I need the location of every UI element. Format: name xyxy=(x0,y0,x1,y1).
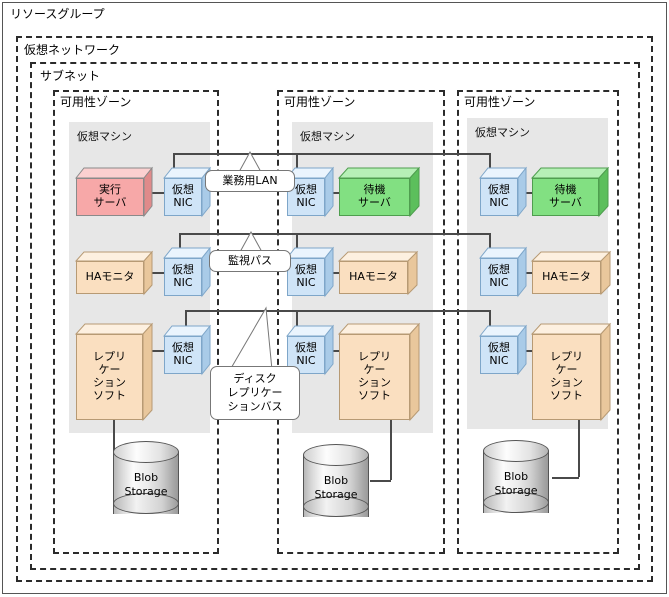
storage-link-horizontal-zone-3 xyxy=(552,477,579,479)
virtual-nic-label: 仮想 NIC xyxy=(488,263,510,289)
standby-server-label: 待機 サーバ xyxy=(358,183,391,209)
business-lan-callout: 業務用LAN xyxy=(205,170,295,192)
disk-replication-bus-callout: ディスク レプリケー ションバス xyxy=(210,366,300,420)
blob-storage-label: Blob Storage xyxy=(494,470,538,497)
blob-storage-zone-2: Blob Storage xyxy=(303,444,369,528)
blob-storage-zone-1: Blob Storage xyxy=(113,441,179,525)
business-lan-stub-zone-1 xyxy=(173,153,175,171)
replication-software-box-zone-2: レプリ ケー ション ソフト xyxy=(337,322,421,422)
virtual-nic-box-zone-2-replication: 仮想 NIC xyxy=(285,324,335,376)
virtual-network-container xyxy=(16,36,653,582)
virtual-nic-label: 仮想 NIC xyxy=(172,263,194,289)
virtual-nic-3d-shading xyxy=(478,246,528,298)
monitoring-path-callout-label: 監視パス xyxy=(228,254,272,268)
virtual-nic-label: 仮想 NIC xyxy=(295,263,317,289)
virtual-machine-label: 仮想マシン xyxy=(475,126,530,139)
subnet-label: サブネット xyxy=(40,69,101,83)
virtual-machine-label: 仮想マシン xyxy=(77,130,132,143)
link-active-server-nic xyxy=(150,192,164,194)
ha-monitor-label: HAモニタ xyxy=(349,270,398,284)
virtual-nic-box-zone-1-ha: 仮想 NIC xyxy=(162,246,212,298)
virtual-nic-box-zone-1-server: 仮想 NIC xyxy=(162,166,212,218)
virtual-network-label: 仮想ネットワーク xyxy=(24,43,121,57)
virtual-nic-box-zone-1-replication: 仮想 NIC xyxy=(162,324,212,376)
replication-software-label: レプリ ケー ション ソフト xyxy=(93,350,126,402)
ha-monitor-box-zone-2: HAモニタ xyxy=(337,250,419,296)
virtual-nic-3d-shading xyxy=(162,324,212,376)
storage-link-horizontal-zone-2 xyxy=(370,480,391,482)
monitoring-path-callout: 監視パス xyxy=(209,250,291,272)
monitoring-path-stub-zone-2 xyxy=(296,233,298,255)
virtual-nic-box-zone-2-ha: 仮想 NIC xyxy=(285,246,335,298)
availability-zone-2-container xyxy=(277,90,445,554)
virtual-nic-box-zone-3-replication: 仮想 NIC xyxy=(478,324,528,376)
link-ha-monitor-nic xyxy=(150,272,164,274)
virtual-nic-label: 仮想 NIC xyxy=(295,341,317,367)
active-server-label: 実行 サーバ xyxy=(93,183,127,209)
disk-replication-stub-zone-1 xyxy=(185,310,187,330)
storage-link-vertical-zone-2 xyxy=(390,420,392,480)
ha-monitor-3d-shading xyxy=(74,250,154,296)
business-lan-callout-pointer xyxy=(238,150,262,173)
disk-replication-stub-zone-2 xyxy=(296,310,298,330)
ha-monitor-3d-shading xyxy=(530,250,612,296)
standby-server-box-zone-2: 待機 サーバ xyxy=(337,166,421,218)
virtual-nic-3d-shading xyxy=(478,166,528,218)
active-server-box-zone-1: 実行 サーバ xyxy=(74,166,154,218)
monitoring-path-callout-pointer xyxy=(239,230,263,253)
virtual-nic-3d-shading xyxy=(162,246,212,298)
storage-link-vertical-zone-3 xyxy=(578,417,580,477)
virtual-nic-box-zone-3-server: 仮想 NIC xyxy=(478,166,528,218)
availability-zone-2-label: 可用性ゾーン xyxy=(284,95,356,109)
blob-storage-zone-3: Blob Storage xyxy=(483,440,549,524)
subnet-container xyxy=(30,62,640,570)
monitoring-path-stub-zone-1 xyxy=(179,233,181,255)
business-lan-bus-line xyxy=(173,153,490,155)
availability-zone-1-label: 可用性ゾーン xyxy=(60,95,132,109)
virtual-machine-label: 仮想マシン xyxy=(300,130,355,143)
replication-software-label: レプリ ケー ション ソフト xyxy=(358,350,391,402)
availability-zone-3-container xyxy=(457,90,619,554)
business-lan-callout-label: 業務用LAN xyxy=(222,174,278,188)
standby-server-box-zone-3: 待機 サーバ xyxy=(530,166,610,218)
business-lan-stub-zone-3 xyxy=(489,153,491,169)
virtual-nic-label: 仮想 NIC xyxy=(488,183,510,209)
ha-monitor-label: HAモニタ xyxy=(85,270,135,284)
business-lan-stub-zone-2 xyxy=(296,153,298,171)
replication-software-box-zone-1: レプリ ケー ション ソフト xyxy=(74,322,154,422)
standby-server-label: 待機 サーバ xyxy=(549,183,582,209)
virtual-nic-label: 仮想 NIC xyxy=(488,341,510,367)
standby-server-3d-shading xyxy=(337,166,421,218)
resource-group-label: リソースグループ xyxy=(10,7,105,21)
availability-zone-3-label: 可用性ゾーン xyxy=(464,95,536,109)
monitoring-path-bus-line xyxy=(179,233,490,235)
disk-replication-bus-line xyxy=(185,310,490,312)
availability-zone-1-container xyxy=(53,90,219,554)
virtual-nic-box-zone-3-ha: 仮想 NIC xyxy=(478,246,528,298)
disk-replication-stub-zone-3 xyxy=(489,310,491,330)
ha-monitor-box-zone-1: HAモニタ xyxy=(74,250,154,296)
virtual-nic-3d-shading xyxy=(285,246,335,298)
blob-storage-label: Blob Storage xyxy=(314,474,358,501)
link-replication-nic xyxy=(150,350,164,352)
virtual-nic-label: 仮想 NIC xyxy=(295,183,317,209)
replication-software-box-zone-3: レプリ ケー ション ソフト xyxy=(530,322,612,422)
ha-monitor-box-zone-3: HAモニタ xyxy=(530,250,612,296)
virtual-nic-3d-shading xyxy=(478,324,528,376)
blob-storage-label: Blob Storage xyxy=(124,471,168,498)
virtual-nic-label: 仮想 NIC xyxy=(172,183,194,209)
replication-software-label: レプリ ケー ション ソフト xyxy=(550,350,583,402)
virtual-nic-label: 仮想 NIC xyxy=(172,341,194,367)
monitoring-path-stub-zone-3 xyxy=(489,233,491,255)
virtual-nic-3d-shading xyxy=(285,324,335,376)
disk-replication-bus-callout-label: ディスク レプリケー ションバス xyxy=(227,372,283,413)
ha-monitor-label: HAモニタ xyxy=(542,270,591,284)
disk-replication-bus-callout-pointer xyxy=(229,306,273,371)
